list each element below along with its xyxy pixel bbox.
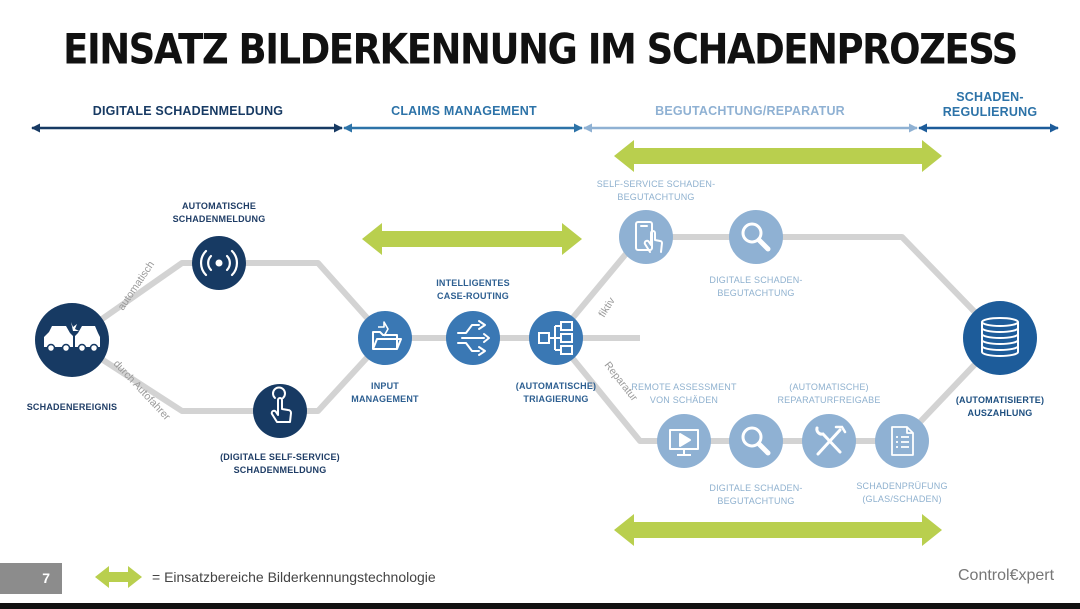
label-remote-assessment: REMOTE ASSESSMENT VON SCHÄDEN	[624, 381, 744, 407]
phase-label-digitale-schadenmeldung: DIGITALE SCHADENMELDUNG	[92, 104, 284, 118]
label-line: MANAGEMENT	[351, 394, 419, 404]
path-label-fiktiv: fiktiv	[596, 295, 618, 320]
label-line: INTELLIGENTES	[436, 278, 510, 288]
node-schadenpruefung	[875, 414, 929, 468]
label-line: SCHADENPRÜFUNG	[856, 481, 948, 491]
legend-green-arrow	[95, 566, 142, 588]
label-line: AUTOMATISCHE	[181, 201, 257, 211]
label-input-management: INPUT MANAGEMENT	[335, 380, 435, 406]
label-case-routing: INTELLIGENTES CASE-ROUTING	[413, 277, 533, 303]
highlight-arrow-begutachtung-bottom	[614, 514, 942, 546]
bottom-bar	[0, 603, 1080, 609]
label-line: BEGUTACHTUNG	[717, 288, 795, 298]
label-self-service-begutachtung: SELF-SERVICE SCHADEN- BEGUTACHTUNG	[586, 178, 726, 204]
slide-title: EINSATZ BILDERKENNUNG IM SCHADENPROZESS	[63, 25, 1018, 74]
label-line: BEGUTACHTUNG	[617, 192, 695, 202]
label-schadenpruefung: SCHADENPRÜFUNG (GLAS/SCHADEN)	[842, 480, 962, 506]
highlight-arrow-begutachtung-top	[614, 140, 942, 172]
coins-icon	[981, 317, 1019, 357]
label-line: (AUTOMATISIERTE)	[955, 395, 1045, 405]
tools-icon	[815, 425, 847, 456]
label-line: CASE-ROUTING	[437, 291, 509, 301]
node-self-service-begutachtung	[619, 210, 673, 264]
phase-label-claims-management: CLAIMS MANAGEMENT	[391, 104, 537, 118]
magnifier-icon	[741, 222, 771, 252]
label-self-service-schadenmeldung: (DIGITALE SELF-SERVICE) SCHADENMELDUNG	[210, 451, 350, 477]
label-line: (AUTOMATISCHE)	[515, 381, 597, 391]
page-number: 7	[0, 563, 62, 594]
label-auszahlung: (AUTOMATISIERTE) AUSZAHLUNG	[940, 394, 1060, 420]
legend-text: = Einsatzbereiche Bilderkennungstechnolo…	[152, 569, 436, 585]
node-case-routing	[446, 311, 500, 365]
node-input-management	[358, 311, 412, 365]
label-line: BEGUTACHTUNG	[717, 496, 795, 506]
label-line: DIGITALE SCHADEN-	[709, 275, 803, 285]
label-line: (GLAS/SCHADEN)	[862, 494, 942, 504]
phase-label-line: REGULIERUNG	[942, 105, 1038, 119]
label-line: SCHADENMELDUNG	[233, 465, 327, 475]
label-line: REPARATURFREIGABE	[777, 395, 881, 405]
signal-broadcast-icon	[199, 249, 239, 277]
routing-arrows-icon	[457, 320, 490, 356]
label-line: REMOTE ASSESSMENT	[631, 382, 737, 392]
folder-icon	[372, 321, 402, 350]
magnifier-icon	[741, 426, 771, 456]
label-line: TRIAGIERUNG	[523, 394, 589, 404]
brand-logo: Control€xpert	[958, 567, 1055, 584]
label-digitale-begutachtung-top: DIGITALE SCHADEN- BEGUTACHTUNG	[696, 274, 816, 300]
checklist-icon	[891, 426, 914, 456]
node-triagierung	[529, 311, 583, 365]
label-triagierung: (AUTOMATISCHE) TRIAGIERUNG	[496, 380, 616, 406]
label-automatische-schadenmeldung: AUTOMATISCHE SCHADENMELDUNG	[159, 200, 279, 226]
node-schadenereignis	[35, 303, 109, 377]
hierarchy-icon	[538, 321, 573, 355]
label-reparaturfreigabe: (AUTOMATISCHE) REPARATURFREIGABE	[769, 381, 889, 407]
phase-label-begutachtung-reparatur: BEGUTACHTUNG/REPARATUR	[655, 104, 845, 118]
label-line: AUSZAHLUNG	[967, 408, 1033, 418]
node-reparaturfreigabe	[802, 414, 856, 468]
node-self-service-schadenmeldung	[253, 384, 307, 438]
node-automatische-schadenmeldung	[192, 236, 246, 290]
label-line: (DIGITALE SELF-SERVICE)	[220, 452, 340, 462]
label-line: SELF-SERVICE SCHADEN-	[596, 179, 716, 189]
node-auszahlung	[963, 301, 1037, 375]
car-crash-icon	[44, 322, 100, 353]
node-remote-assessment	[657, 414, 711, 468]
label-line: (AUTOMATISCHE)	[789, 382, 869, 392]
highlight-arrow-claims	[362, 223, 582, 255]
label-line: DIGITALE SCHADEN-	[709, 483, 803, 493]
label-line: SCHADENMELDUNG	[172, 214, 266, 224]
label-schadenereignis: SCHADENEREIGNIS	[26, 402, 118, 412]
touch-hand-icon	[270, 386, 292, 423]
phase-label-schaden-regulierung: SCHADEN- REGULIERUNG	[920, 90, 1060, 120]
smartphone-touch-icon	[635, 221, 663, 253]
phase-label-line: SCHADEN-	[956, 90, 1024, 104]
monitor-play-icon	[669, 429, 699, 456]
node-digitale-begutachtung-bottom	[729, 414, 783, 468]
node-digitale-begutachtung-top	[729, 210, 783, 264]
label-digitale-begutachtung-bottom: DIGITALE SCHADEN- BEGUTACHTUNG	[696, 482, 816, 508]
label-line: INPUT	[371, 381, 399, 391]
label-line: VON SCHÄDEN	[649, 395, 719, 405]
